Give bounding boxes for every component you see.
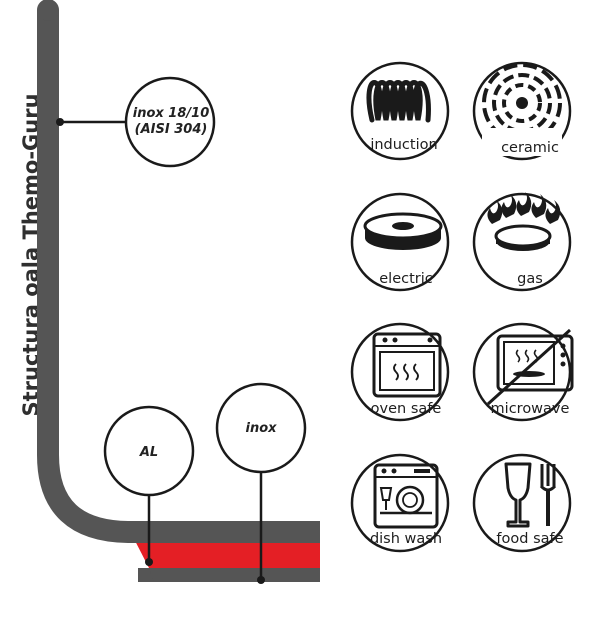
- induction-label: induction: [370, 137, 437, 153]
- al-label: AL: [139, 445, 158, 460]
- gas-icon: gas: [472, 192, 572, 292]
- pot-cross-section: [37, 0, 320, 582]
- inox-top-label-line2: (AISI 304): [135, 122, 208, 137]
- food-safe-label: food safe: [496, 531, 563, 547]
- food-safe-icon: food safe: [472, 453, 572, 553]
- microwave-label: microwave: [491, 401, 570, 417]
- ceramic-label: ceramic: [501, 140, 559, 156]
- electric-icon: electric: [350, 192, 450, 292]
- microwave-icon: microwave: [472, 322, 574, 422]
- inox-bottom-label: inox: [245, 421, 277, 436]
- dish-wash-icon: dish wash: [350, 453, 450, 553]
- ceramic-icon: ceramic: [472, 61, 572, 161]
- induction-icon: induction: [350, 61, 450, 161]
- callout-inox-bottom: inox: [215, 382, 307, 584]
- electric-label: electric: [379, 271, 433, 287]
- callout-inox-18-10: inox 18/10 (AISI 304): [56, 76, 216, 168]
- callout-al: AL: [103, 405, 195, 566]
- gas-label: gas: [517, 271, 543, 287]
- oven-safe-icon: oven safe: [350, 322, 450, 422]
- outer-steel-wall: [37, 10, 320, 543]
- oven-safe-label: oven safe: [371, 401, 442, 417]
- dish-wash-label: dish wash: [370, 531, 442, 547]
- inox-top-label-line1: inox 18/10: [133, 106, 209, 121]
